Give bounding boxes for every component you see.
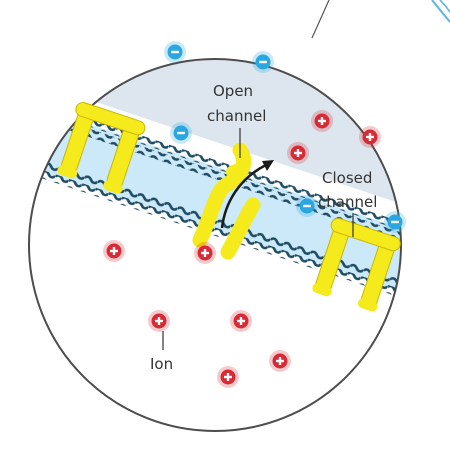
- minus-ion-icon: [170, 122, 192, 144]
- plus-ion-icon: [311, 110, 333, 132]
- plus-ion-icon: [287, 142, 309, 164]
- closed-channel-right: [312, 217, 401, 312]
- plus-ion-icon: [103, 240, 125, 262]
- outer-loop-edge-2: [439, 0, 450, 13]
- positive-ions: [103, 110, 381, 388]
- outer-loop-edge: [431, 0, 450, 23]
- closed-channel-label-line1: Closed: [322, 169, 372, 187]
- open-channel: [192, 142, 261, 260]
- open-channel-label-line1: Open: [213, 82, 253, 100]
- closed-channel-left: [57, 102, 146, 194]
- plus-ion-icon: [194, 242, 216, 264]
- plus-ion-icon: [269, 350, 291, 372]
- ion-label: Ion: [150, 355, 173, 373]
- plus-ion-icon: [148, 310, 170, 332]
- minus-ion-icon: [252, 51, 274, 73]
- plus-ion-icon: [230, 310, 252, 332]
- minus-ion-icon: [384, 211, 406, 233]
- open-channel-label-line2: channel: [207, 107, 266, 125]
- callout-line: [311, 0, 330, 39]
- closed-channel-label-line2: channel: [318, 193, 377, 211]
- curved-arrow-icon: [220, 160, 274, 229]
- plus-ion-icon: [217, 366, 239, 388]
- minus-ion-icon: [296, 195, 318, 217]
- minus-ion-icon: [164, 41, 186, 63]
- negative-ions: [164, 41, 406, 233]
- plus-ion-icon: [359, 126, 381, 148]
